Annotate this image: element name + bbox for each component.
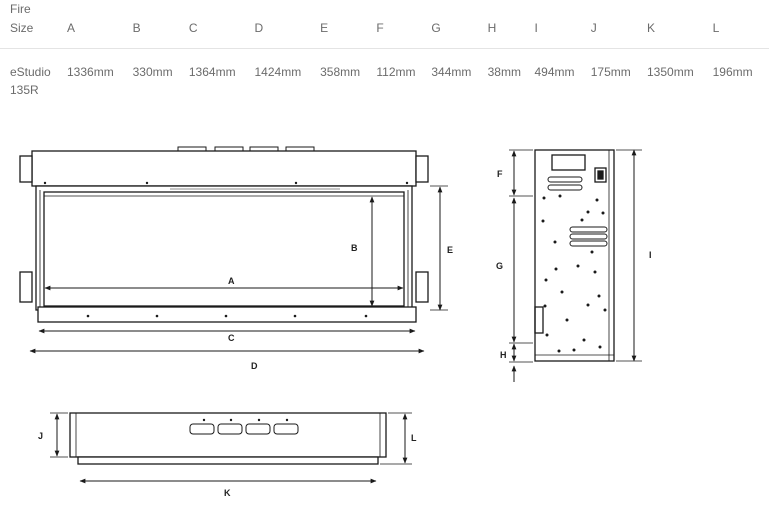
label-e: E — [447, 245, 453, 255]
table-row: eStudio 135R 1336mm 330mm 1364mm 1424mm … — [0, 49, 769, 100]
front-view — [19, 146, 429, 323]
side-upper-louvres — [547, 176, 583, 191]
label-h: H — [500, 350, 507, 360]
column-header-label: H — [487, 21, 497, 35]
label-g: G — [496, 261, 503, 271]
label-j: J — [38, 431, 43, 441]
column-header: C — [188, 0, 255, 49]
column-header: A — [67, 0, 133, 49]
size-header-line1: Fire — [10, 2, 31, 16]
spec-header-row: Fire Size A B C D E F G H I J K L — [0, 0, 769, 49]
left-bracket-lower — [19, 271, 33, 303]
dimension-value-cell: 112mm — [376, 65, 416, 79]
column-header: D — [254, 0, 321, 49]
column-header-label: A — [67, 21, 76, 35]
dimension-value-cell: 494mm — [534, 65, 575, 79]
model-name-line1: eStudio — [10, 65, 51, 79]
dimension-value-cell: 1350mm — [647, 65, 694, 79]
top-view — [69, 412, 387, 465]
front-casing — [31, 150, 417, 187]
column-header-label: K — [647, 21, 656, 35]
model-name-cell: eStudio 135R — [0, 49, 67, 100]
label-f: F — [497, 169, 503, 179]
right-bracket-lower — [415, 271, 429, 303]
label-d: D — [251, 361, 258, 371]
column-header: B — [132, 0, 189, 49]
column-header-label: I — [534, 21, 538, 35]
column-header: J — [590, 0, 647, 49]
dimension-value-cell: 196mm — [712, 65, 753, 79]
column-header: K — [647, 0, 713, 49]
size-header: Fire Size — [0, 0, 67, 49]
dimension-value-cell: 1336mm — [67, 65, 114, 79]
label-l: L — [411, 433, 417, 443]
dimension-value-cell: 330mm — [132, 65, 173, 79]
label-i: I — [649, 250, 652, 260]
label-a: A — [228, 276, 235, 286]
label-b: B — [351, 243, 358, 253]
column-header-label: L — [712, 21, 720, 35]
right-bracket-upper — [415, 155, 429, 183]
dimension-value-cell: 1364mm — [188, 65, 236, 79]
spec-table: Fire Size A B C D E F G H I J K L eStudi… — [0, 0, 769, 99]
dimension-value-cell: 358mm — [320, 65, 361, 79]
size-header-line2: Size — [10, 21, 34, 35]
column-header-label: E — [320, 21, 329, 35]
column-header-label: B — [132, 21, 141, 35]
top-vent-slots — [189, 423, 299, 435]
label-k: K — [224, 488, 231, 498]
column-header: G — [431, 0, 488, 49]
dimension-value-cell: 175mm — [590, 65, 631, 79]
column-header-label: D — [254, 21, 264, 35]
column-header-label: C — [188, 21, 198, 35]
side-view — [534, 149, 615, 362]
column-header: F — [376, 0, 432, 49]
column-header: I — [534, 0, 591, 49]
column-header-label: G — [431, 21, 441, 35]
top-dimensions — [50, 412, 412, 484]
left-bracket-upper — [19, 155, 33, 183]
column-header: H — [487, 0, 535, 49]
label-c: C — [228, 333, 235, 343]
front-dimensions — [29, 185, 448, 354]
column-header: E — [320, 0, 377, 49]
front-window — [43, 191, 405, 307]
side-holes — [541, 194, 607, 353]
column-header-label: J — [590, 21, 597, 35]
base-screws — [43, 181, 409, 318]
column-header: L — [712, 0, 769, 49]
side-lower-louvres — [569, 226, 608, 247]
column-header-label: F — [376, 21, 384, 35]
side-dimensions — [509, 149, 642, 382]
side-top-vent — [551, 154, 586, 171]
model-name-line2: 135R — [10, 83, 39, 97]
side-bracket — [534, 306, 544, 334]
dimension-value-cell: 344mm — [431, 65, 472, 79]
top-hearth — [77, 456, 379, 465]
top-screws — [202, 418, 289, 422]
dimension-value-cell: 38mm — [487, 65, 521, 79]
top-body — [69, 412, 387, 458]
power-switch — [594, 167, 607, 183]
dimension-value-cell: 1424mm — [254, 65, 302, 79]
front-base — [37, 306, 417, 323]
